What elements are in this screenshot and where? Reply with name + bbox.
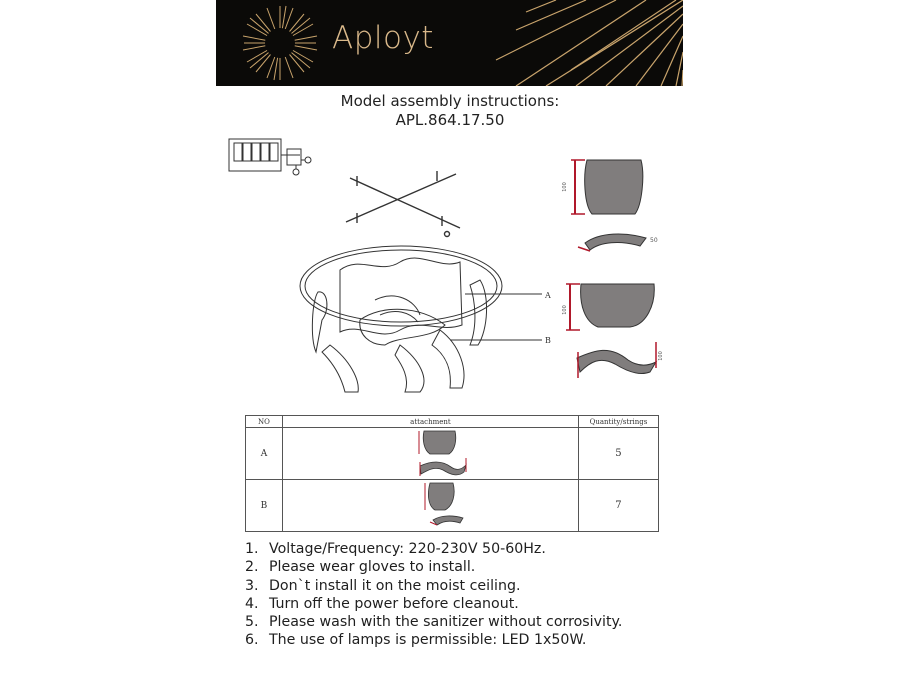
shade-a-icon: [571, 159, 647, 252]
chandelier-drawing: [299, 245, 542, 393]
dim-a-width: 50: [650, 237, 658, 244]
label-b: B: [545, 336, 551, 345]
list-item: 6.The use of lamps is permissible: LED 1…: [245, 632, 587, 649]
shade-b-icon: [424, 482, 464, 526]
brand-banner: [216, 0, 683, 86]
parts-table: NO attachment Quantity/strings A 5 B: [245, 415, 660, 532]
label-a: A: [544, 291, 551, 300]
table-row: A 5: [245, 427, 660, 480]
header-attachment: attachment: [281, 415, 579, 428]
cross-bracket-icon: [345, 171, 461, 238]
row-attachment: [281, 427, 579, 480]
row-quantity: 5: [577, 427, 660, 480]
list-item: 5.Please wash with the sanitizer without…: [245, 614, 623, 631]
list-item: 4.Turn off the power before cleanout.: [245, 595, 519, 612]
dim-b-width: 100: [658, 351, 664, 361]
shade-b-icon: [566, 283, 658, 378]
dim-b-height: 100: [562, 305, 568, 315]
assembly-drawing: A B 100 50 100 100: [228, 138, 664, 393]
shade-a-icon: [418, 430, 467, 476]
table-header-row: NO attachment Quantity/strings: [245, 415, 660, 428]
terminal-block-icon: [228, 138, 312, 176]
row-attachment: [281, 479, 579, 532]
instructions-title: Model assembly instructions:: [340, 92, 560, 110]
table-row: B 7: [245, 479, 660, 532]
list-item: 1.Voltage/Frequency: 220-230V 50-60Hz.: [245, 541, 546, 557]
header-quantity: Quantity/strings: [577, 415, 660, 428]
header-no: NO: [245, 415, 283, 428]
model-number: APL.864.17.50: [395, 111, 505, 129]
list-item: 2.Please wear gloves to install.: [245, 559, 476, 576]
instruction-notes: 1.Voltage/Frequency: 220-230V 50-60Hz. 2…: [245, 540, 622, 650]
brand-name: Aployt: [332, 20, 434, 56]
row-quantity: 7: [577, 479, 660, 532]
row-no: A: [245, 427, 283, 480]
row-no: B: [245, 479, 283, 532]
sunburst-logo-icon: [242, 0, 683, 86]
list-item: 3.Don`t install it on the moist ceiling.: [245, 577, 521, 594]
dim-a-height: 100: [562, 182, 568, 192]
